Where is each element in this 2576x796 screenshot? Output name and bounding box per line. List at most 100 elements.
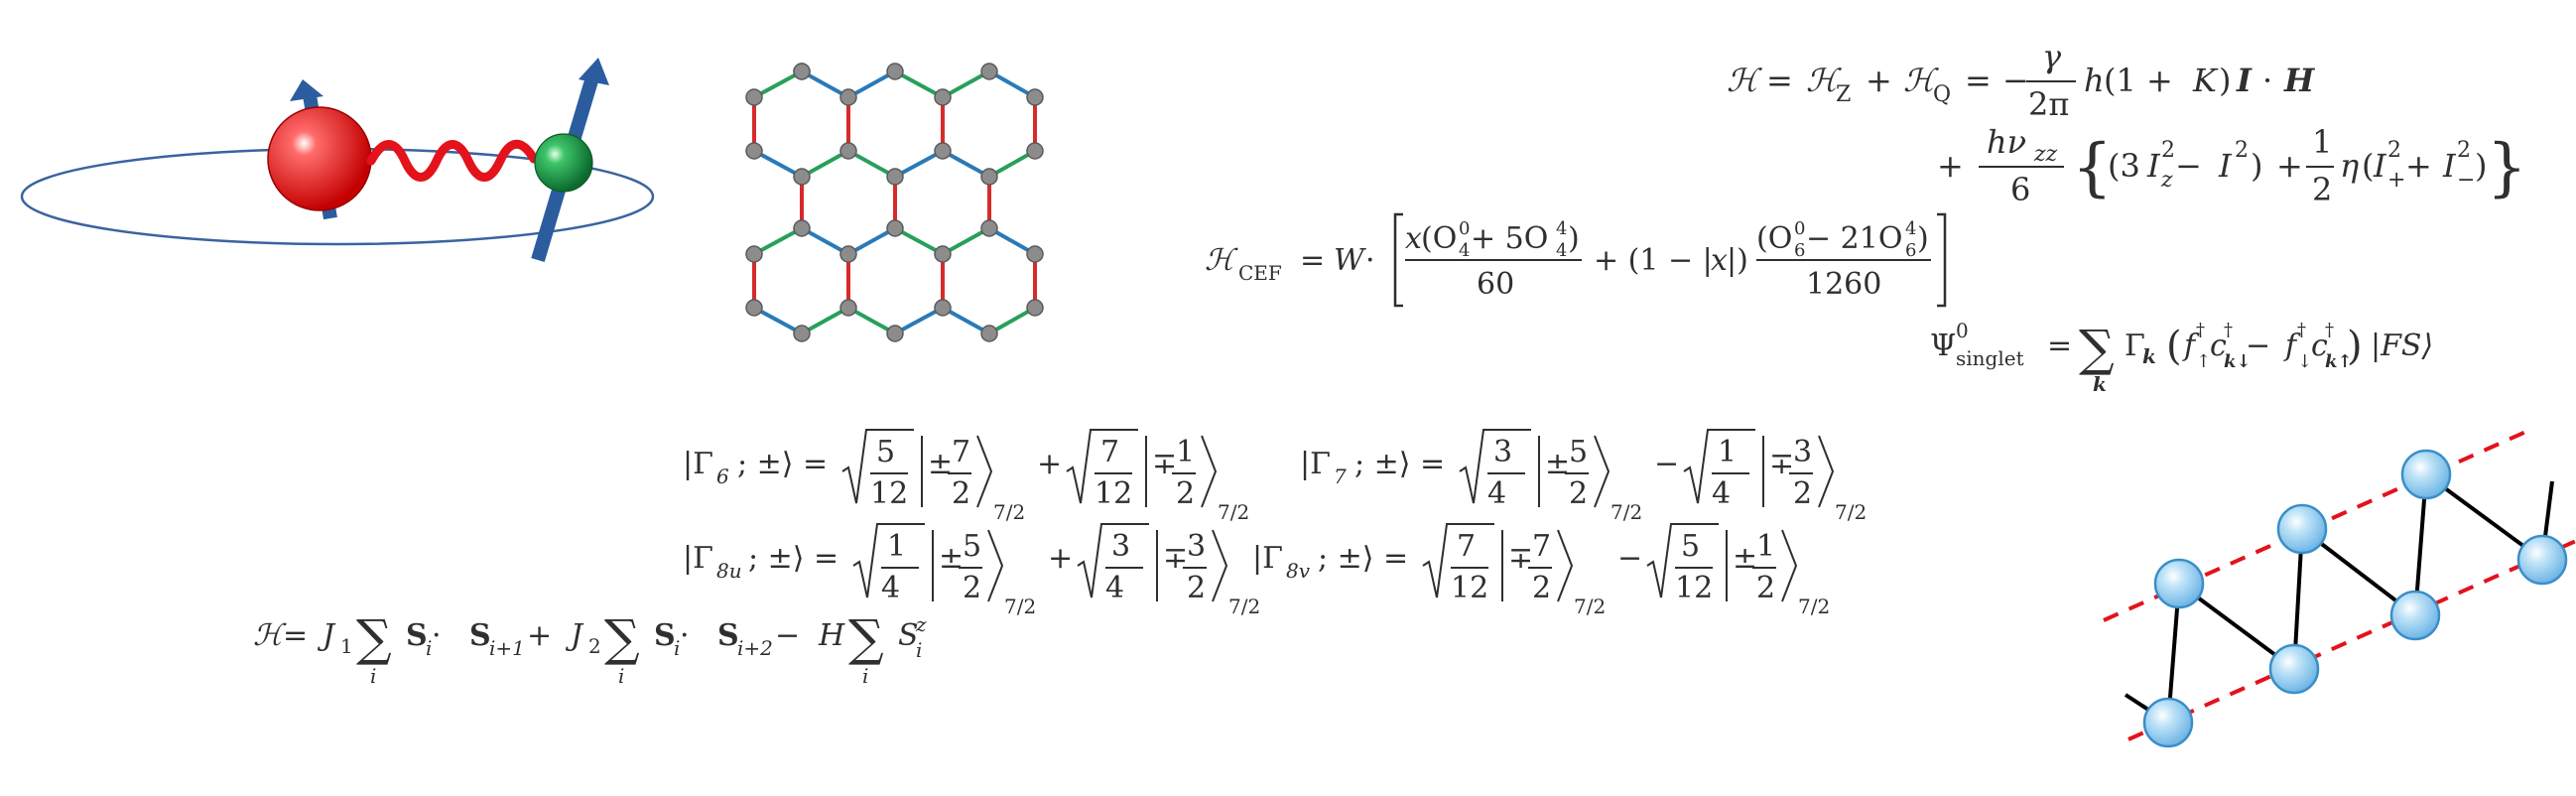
num1-sub4b: 4 — [1556, 240, 1567, 261]
chain-sites — [2142, 449, 2568, 748]
frac-2: 2 — [2312, 171, 2332, 208]
sym-minus: − — [775, 618, 800, 653]
sup-dag: † — [2196, 320, 2205, 340]
lattice-site — [745, 142, 763, 160]
lattice-site — [886, 63, 904, 80]
num2-close: ) — [1917, 221, 1929, 256]
sub-1: 1 — [340, 634, 353, 658]
sqrt-sign — [1646, 523, 1719, 598]
sym-eq2: = — [1965, 62, 1992, 99]
ket-den: 2 — [1569, 476, 1588, 511]
lattice-bond — [942, 69, 990, 99]
ket-den: 2 — [1793, 476, 1812, 511]
sum-sub-i1: i — [370, 664, 376, 688]
sup-z: z — [915, 612, 927, 636]
sum-sub-i3: i — [862, 664, 868, 688]
sym-x: x — [1711, 243, 1728, 278]
nucleus-sphere — [267, 106, 372, 211]
sum-sign-2: ∑ — [604, 609, 640, 667]
electron-sphere — [534, 133, 593, 193]
lattice-bond — [942, 226, 990, 256]
sum-sign-1: ∑ — [356, 609, 392, 667]
frac-hnu: hν — [1987, 123, 2026, 161]
sqrt-sign — [1459, 429, 1531, 504]
frac-1: 1 — [2312, 123, 2332, 161]
ket-FS: |FS⟩ — [2371, 329, 2433, 363]
ket-sign: ∓ — [1769, 447, 1794, 481]
sqrt-den: 12 — [1451, 571, 1488, 605]
sub-ip2: i+2 — [737, 636, 773, 660]
sqrt-num: 5 — [876, 435, 895, 469]
sym-dot: · — [2262, 62, 2272, 99]
sub-zz: zz — [2033, 142, 2058, 167]
num1-5O: + 5O — [1471, 221, 1548, 256]
sqrt-sign — [852, 523, 925, 598]
nucleus-electron-hyperfine-icon — [20, 58, 655, 263]
sub-kdn: k↓ — [2224, 351, 2252, 372]
frac-2pi: 2π — [2028, 85, 2069, 123]
ket-sign: ∓ — [1163, 541, 1188, 576]
ket-j-sub: 7/2 — [1835, 500, 1867, 524]
num2-21O: − 21O — [1806, 221, 1902, 256]
sup-2: 2 — [2161, 138, 2175, 163]
lattice-site — [886, 168, 904, 186]
ket-j-sub: 7/2 — [1004, 595, 1036, 618]
vec-S4: S — [717, 618, 739, 653]
lattice-bond — [894, 149, 944, 179]
sub-up: ↑ — [2196, 351, 2211, 372]
lattice-site — [886, 219, 904, 237]
sym-open2: ( — [2362, 147, 2374, 185]
sym-eq: = — [1300, 243, 1325, 278]
num1-close: ) — [1568, 221, 1580, 256]
sqrt-den: 12 — [1095, 476, 1132, 511]
sym-plus: + — [1866, 62, 1892, 99]
chain-site — [2268, 643, 2320, 695]
lattice-site — [793, 168, 811, 186]
sqrt-num: 7 — [1457, 529, 1476, 564]
sym-minus: − — [2175, 147, 2202, 185]
sym-W: W — [1334, 243, 1366, 278]
lattice-bond — [801, 69, 849, 99]
sqrt-den: 4 — [881, 571, 900, 605]
bracket-left — [1393, 212, 1403, 308]
lattice-site — [793, 63, 811, 80]
sqrt-den: 12 — [870, 476, 908, 511]
ket-sign: ± — [1733, 541, 1757, 576]
sub-z: z — [2160, 168, 2173, 193]
sqrt-sign — [841, 429, 914, 504]
ket-num: 7 — [952, 435, 970, 469]
ket-den: 2 — [963, 571, 981, 605]
gamma-sub: 7 — [1334, 464, 1347, 488]
sub-ip1: i+1 — [489, 636, 525, 660]
lattice-site — [980, 168, 998, 186]
lattice-bond — [847, 149, 896, 179]
chain-site — [2400, 449, 2452, 500]
ket-angle — [987, 529, 1004, 602]
op: − — [1654, 447, 1679, 481]
ket-num: 5 — [1569, 435, 1588, 469]
ket-num: 7 — [1532, 529, 1551, 564]
lattice-site — [1026, 142, 1044, 160]
sym-plus: + — [1937, 147, 1964, 185]
sym-I: I — [2218, 147, 2233, 185]
sym-open: (3 — [2108, 147, 2140, 185]
lattice-site — [980, 219, 998, 237]
chain-site — [2516, 534, 2568, 586]
gamma-sub: 8u — [716, 559, 742, 583]
ket-rest: ; ±⟩ = — [748, 541, 838, 576]
num1-sup0: 0 — [1459, 218, 1470, 239]
ket-angle — [1781, 529, 1798, 602]
ket-sign: ∓ — [1152, 447, 1177, 481]
ket-gamma: |Γ — [1300, 447, 1331, 481]
sym-dot2: · — [680, 618, 690, 653]
sqrt-sign — [1066, 429, 1138, 504]
gamma-sub: 6 — [716, 464, 729, 488]
zigzag-spin-chain-icon — [2103, 428, 2576, 748]
sqrt-sign — [1422, 523, 1494, 598]
vec-S2: S — [469, 618, 491, 653]
zeeman-quadrupole-hamiltonian: ℋ = ℋ Z + ℋ Q = − γ 2π h (1 + K ) I · H — [1727, 30, 2527, 222]
lattice-site — [793, 219, 811, 237]
sub-minus: − — [2457, 168, 2475, 193]
